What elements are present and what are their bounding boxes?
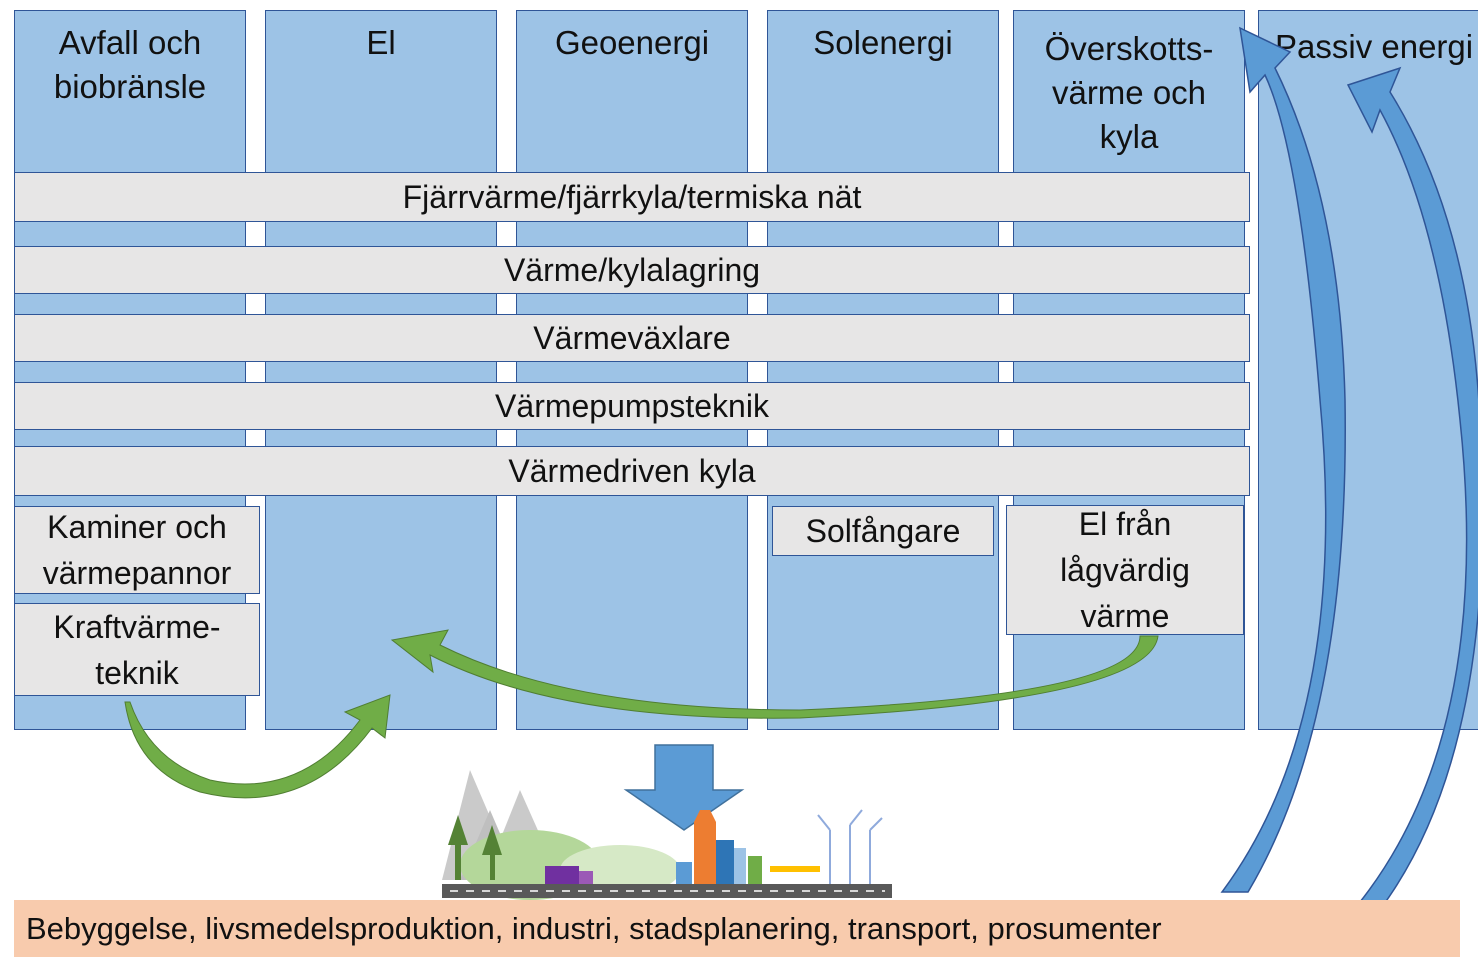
column-geoenergi: Geoenergi (516, 10, 748, 730)
column-label: Geoenergi (554, 24, 710, 61)
green-arrow-el-fran-icon (390, 629, 1159, 719)
city-illustration (442, 770, 892, 900)
band-varmedriven-kyla: Värmedriven kyla (14, 446, 1250, 496)
green-arrow-kraftvarme-icon (124, 694, 391, 799)
blue-arrow-overskott-icon (1220, 26, 1346, 893)
band-fjarrvarme: Fjärrvärme/fjärrkyla/termiska nät (14, 172, 1250, 222)
bottom-bar: Bebyggelse, livsmedelsproduktion, indust… (14, 900, 1460, 957)
column-label: Passiv energi (1275, 28, 1474, 65)
box-el-fran-lagvardig: El från lågvärdig värme (1006, 505, 1244, 635)
column-label: Avfall och biobränsle (53, 24, 207, 105)
column-el: El (265, 10, 497, 730)
band-varmevaxlare: Värmeväxlare (14, 314, 1250, 362)
column-solenergi: Solenergi (767, 10, 999, 730)
box-solfangare: Solfångare (772, 506, 994, 556)
box-kraftvarme: Kraftvärme- teknik (14, 603, 260, 696)
column-label: Solenergi (813, 24, 953, 61)
column-label: El (366, 24, 396, 61)
blue-arrow-passiv-icon (1343, 66, 1478, 921)
band-lagring: Värme/kylalagring (14, 246, 1250, 294)
down-arrow-icon (623, 744, 745, 831)
band-varmepump: Värmepumpsteknik (14, 382, 1250, 430)
box-kaminer: Kaminer och värmepannor (14, 506, 260, 594)
column-label: Överskotts- värme och kyla (1044, 30, 1214, 155)
